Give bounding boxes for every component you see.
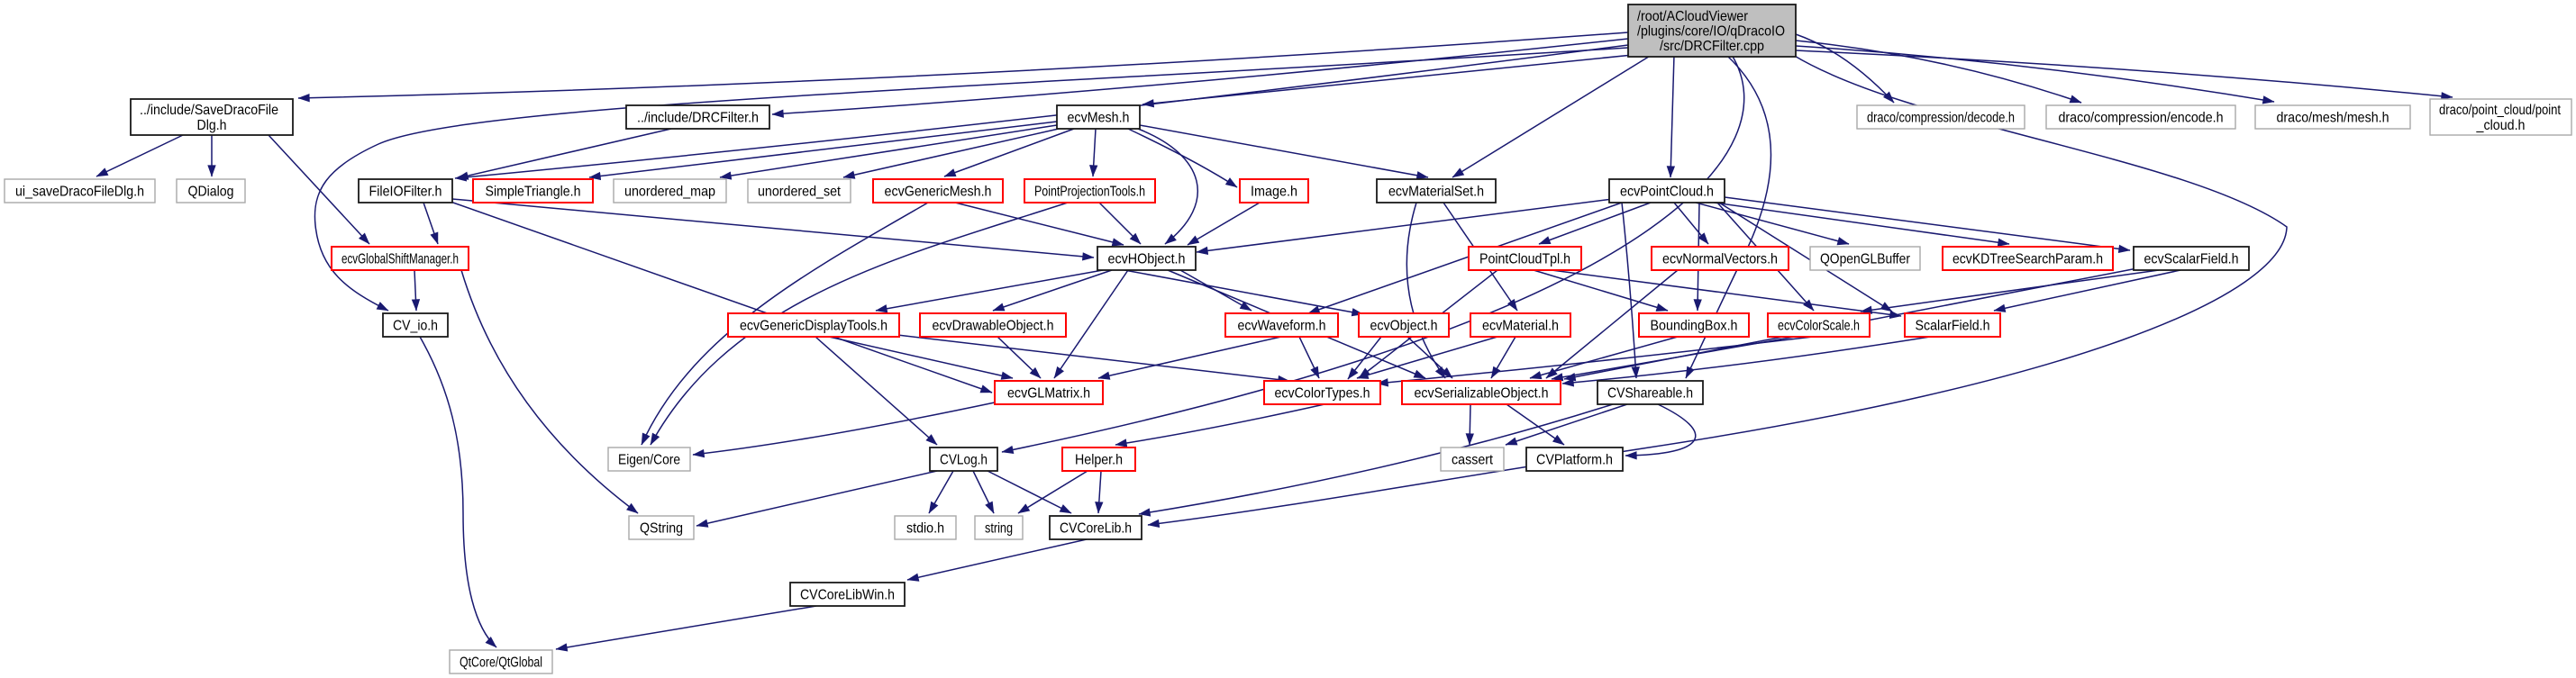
svg-text:ecvNormalVectors.h: ecvNormalVectors.h bbox=[1662, 251, 1778, 267]
svg-text:ecvMaterialSet.h: ecvMaterialSet.h bbox=[1388, 184, 1484, 199]
svg-text:draco/mesh/mesh.h: draco/mesh/mesh.h bbox=[2277, 110, 2389, 125]
svg-text:Eigen/Core: Eigen/Core bbox=[618, 452, 680, 467]
svg-text:PointProjectionTools.h: PointProjectionTools.h bbox=[1034, 184, 1145, 199]
svg-text:../include/DRCFilter.h: ../include/DRCFilter.h bbox=[637, 110, 759, 125]
svg-text:ecvMesh.h: ecvMesh.h bbox=[1068, 110, 1130, 125]
svg-text:PointCloudTpl.h: PointCloudTpl.h bbox=[1479, 251, 1570, 267]
svg-text:ecvGLMatrix.h: ecvGLMatrix.h bbox=[1007, 385, 1090, 401]
svg-text:unordered_set: unordered_set bbox=[758, 184, 841, 199]
svg-text:ecvScalarField.h: ecvScalarField.h bbox=[2144, 251, 2239, 267]
svg-text:ecvDrawableObject.h: ecvDrawableObject.h bbox=[933, 318, 1054, 333]
svg-text:CVPlatform.h: CVPlatform.h bbox=[1536, 452, 1613, 467]
svg-text:CV_io.h: CV_io.h bbox=[393, 318, 438, 333]
svg-text:../include/SaveDracoFile: ../include/SaveDracoFile bbox=[140, 103, 278, 118]
svg-text:string: string bbox=[985, 520, 1013, 536]
svg-text:ecvHObject.h: ecvHObject.h bbox=[1108, 251, 1186, 267]
svg-text:/root/ACloudViewer: /root/ACloudViewer bbox=[1637, 9, 1749, 24]
svg-text:ecvColorScale.h: ecvColorScale.h bbox=[1778, 318, 1860, 333]
svg-text:ecvPointCloud.h: ecvPointCloud.h bbox=[1620, 184, 1714, 199]
svg-text:ecvGlobalShiftManager.h: ecvGlobalShiftManager.h bbox=[341, 251, 459, 267]
svg-text:Dlg.h: Dlg.h bbox=[197, 118, 227, 133]
svg-text:/plugins/core/IO/qDracoIO: /plugins/core/IO/qDracoIO bbox=[1637, 23, 1785, 39]
svg-text:_cloud.h: _cloud.h bbox=[2476, 118, 2526, 133]
svg-text:CVCoreLib.h: CVCoreLib.h bbox=[1060, 520, 1132, 536]
svg-text:CVShareable.h: CVShareable.h bbox=[1607, 385, 1693, 401]
svg-text:ui_saveDracoFileDlg.h: ui_saveDracoFileDlg.h bbox=[15, 184, 144, 199]
svg-text:FileIOFilter.h: FileIOFilter.h bbox=[369, 184, 442, 199]
svg-text:CVLog.h: CVLog.h bbox=[940, 452, 988, 467]
svg-text:SimpleTriangle.h: SimpleTriangle.h bbox=[486, 184, 581, 199]
svg-text:QString: QString bbox=[640, 520, 683, 536]
svg-text:draco/compression/decode.h: draco/compression/decode.h bbox=[1867, 110, 2015, 125]
svg-text:QtCore/QtGlobal: QtCore/QtGlobal bbox=[460, 655, 542, 670]
svg-text:ecvColorTypes.h: ecvColorTypes.h bbox=[1275, 385, 1370, 401]
svg-text:ecvObject.h: ecvObject.h bbox=[1370, 318, 1438, 333]
svg-text:QOpenGLBuffer: QOpenGLBuffer bbox=[1820, 251, 1911, 267]
svg-text:ecvKDTreeSearchParam.h: ecvKDTreeSearchParam.h bbox=[1952, 251, 2103, 267]
svg-text:ecvSerializableObject.h: ecvSerializableObject.h bbox=[1415, 385, 1549, 401]
svg-text:ScalarField.h: ScalarField.h bbox=[1916, 318, 1990, 333]
svg-text:CVCoreLibWin.h: CVCoreLibWin.h bbox=[800, 587, 895, 602]
svg-text:draco/point_cloud/point: draco/point_cloud/point bbox=[2439, 103, 2561, 118]
svg-text:stdio.h: stdio.h bbox=[906, 520, 944, 536]
svg-text:/src/DRCFilter.cpp: /src/DRCFilter.cpp bbox=[1660, 39, 1764, 54]
svg-text:ecvMaterial.h: ecvMaterial.h bbox=[1482, 318, 1559, 333]
svg-text:ecvWaveform.h: ecvWaveform.h bbox=[1238, 318, 1326, 333]
svg-text:cassert: cassert bbox=[1452, 452, 1493, 467]
svg-text:ecvGenericMesh.h: ecvGenericMesh.h bbox=[885, 184, 992, 199]
svg-text:QDialog: QDialog bbox=[188, 184, 234, 199]
svg-text:ecvGenericDisplayTools.h: ecvGenericDisplayTools.h bbox=[740, 318, 887, 333]
svg-text:draco/compression/encode.h: draco/compression/encode.h bbox=[2059, 110, 2224, 125]
svg-text:Image.h: Image.h bbox=[1251, 184, 1297, 199]
svg-text:BoundingBox.h: BoundingBox.h bbox=[1651, 318, 1738, 333]
svg-text:unordered_map: unordered_map bbox=[624, 184, 715, 199]
svg-text:Helper.h: Helper.h bbox=[1075, 452, 1123, 467]
